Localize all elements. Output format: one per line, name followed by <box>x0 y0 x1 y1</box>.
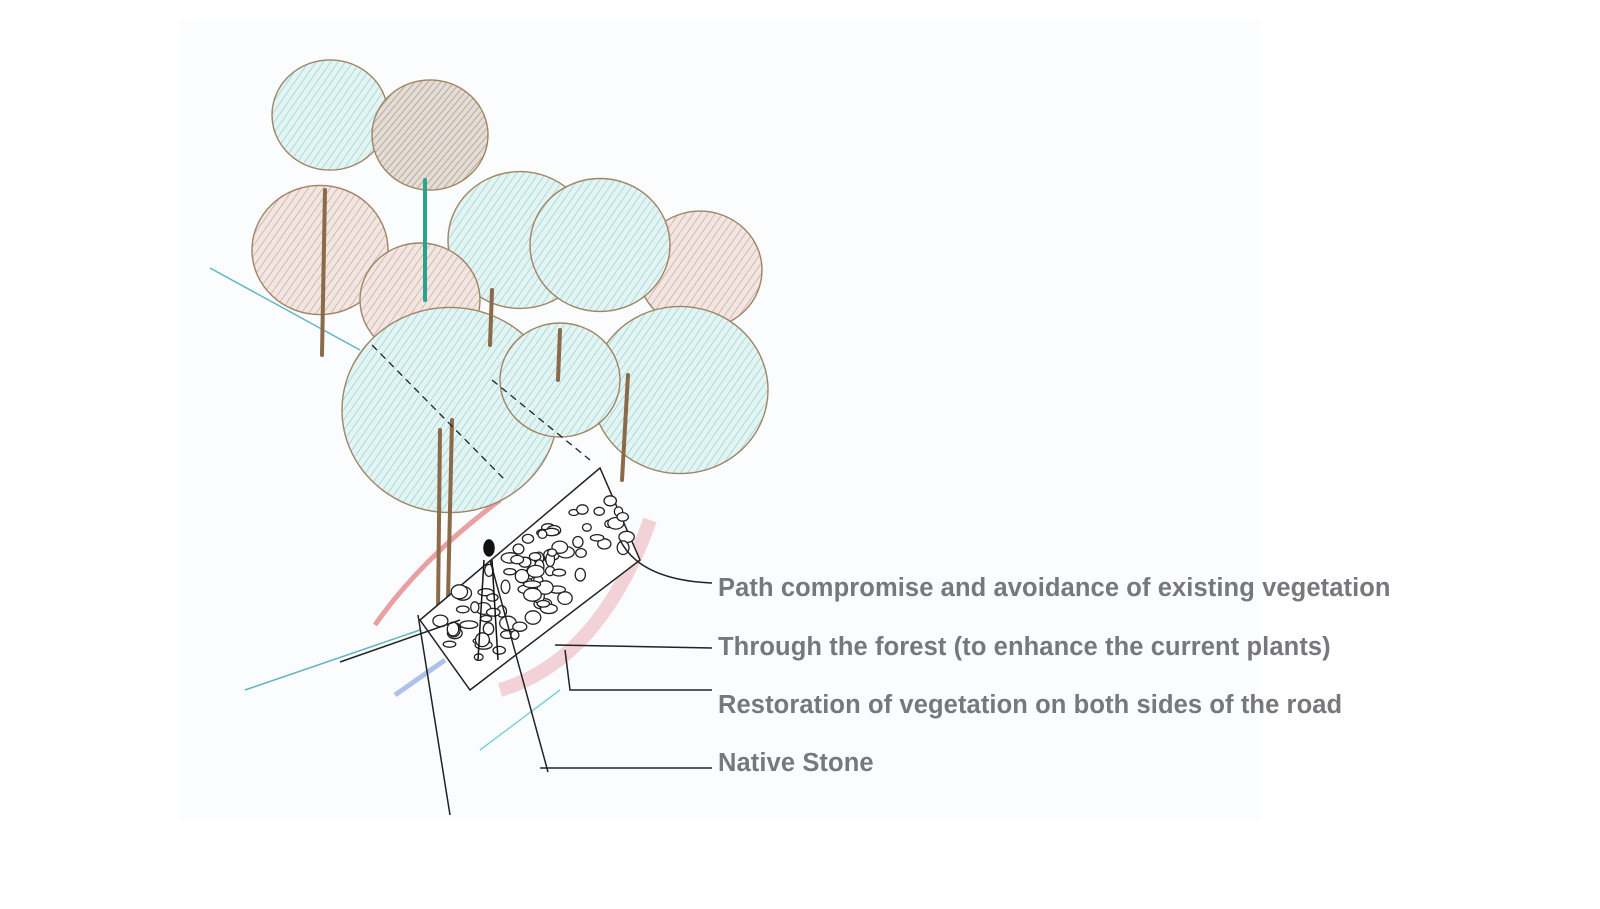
stone <box>450 584 469 600</box>
tree-trunk <box>620 373 630 482</box>
stone <box>536 599 551 608</box>
stone <box>486 593 499 602</box>
stone <box>474 632 490 648</box>
stone <box>589 533 605 542</box>
tree-canopy <box>271 59 389 171</box>
stone <box>537 529 548 540</box>
stone <box>603 495 618 507</box>
stone <box>574 567 587 582</box>
stone <box>528 552 542 562</box>
stone <box>512 621 528 632</box>
label-path-compromise: Path compromise and avoidance of existin… <box>718 574 1391 602</box>
label-restoration-vegetation: Restoration of vegetation on both sides … <box>718 691 1343 719</box>
stone <box>575 547 587 559</box>
tree-trunk <box>436 428 442 612</box>
stone <box>512 543 525 555</box>
leader-lines <box>339 539 713 816</box>
stone <box>510 554 525 565</box>
stone <box>551 568 567 577</box>
tree-trunks <box>320 178 630 612</box>
stone <box>547 548 558 557</box>
tree-canopies <box>251 59 769 514</box>
person-figure <box>477 539 499 661</box>
stone <box>482 622 495 636</box>
stone <box>593 506 606 516</box>
tree-trunk <box>556 328 562 382</box>
stone <box>455 605 470 614</box>
stone <box>442 640 457 648</box>
tree-canopy <box>371 79 489 191</box>
stone <box>572 535 584 549</box>
tree-trunk <box>488 288 494 347</box>
tree-canopy <box>251 184 389 316</box>
stone <box>616 511 630 522</box>
stone <box>459 620 479 630</box>
stone <box>492 645 507 655</box>
label-native-stone: Native Stone <box>718 749 874 777</box>
dashed-path-lines <box>371 344 591 481</box>
stone <box>557 591 573 606</box>
stone <box>597 538 612 550</box>
stone <box>521 533 535 544</box>
stone <box>503 567 517 576</box>
stone <box>479 614 493 623</box>
label-through-forest: Through the forest (to enhance the curre… <box>718 633 1331 661</box>
stone <box>485 607 501 617</box>
stone <box>616 540 630 556</box>
native-stones <box>432 495 635 662</box>
stone <box>576 504 589 515</box>
stone <box>524 610 542 625</box>
stone <box>526 564 545 578</box>
stone <box>581 522 592 532</box>
tree-canopy <box>529 177 671 313</box>
tree-trunk <box>446 418 454 602</box>
stone <box>522 580 542 589</box>
stone <box>470 601 480 614</box>
tree-trunk <box>320 188 327 357</box>
stone <box>523 587 542 602</box>
stone <box>514 568 530 584</box>
stone <box>500 579 511 595</box>
